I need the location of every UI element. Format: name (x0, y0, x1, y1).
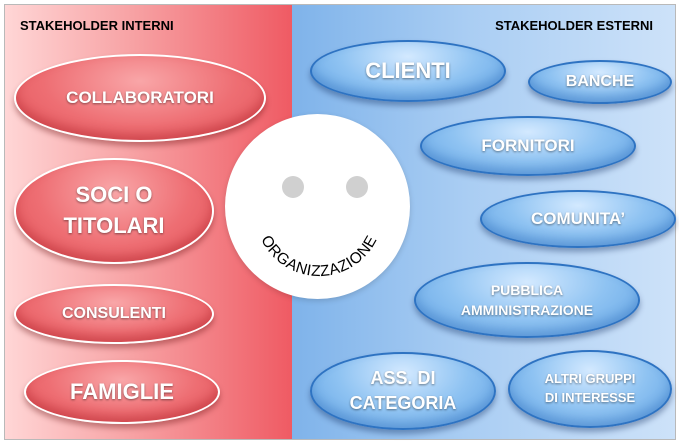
bubble-collaboratori: COLLABORATORI (14, 54, 266, 142)
bubble-banche: BANCHE (528, 60, 672, 104)
smiley-left-eye (282, 176, 304, 198)
bubble-altri-label-2: DI INTERESSE (544, 390, 636, 405)
bubble-ass-label-1: ASS. DI (370, 367, 436, 388)
bubble-fornitori: FORNITORI (420, 116, 636, 176)
bubble-ass-label-2: CATEGORIA (349, 393, 457, 413)
bubble-pa-label-1: PUBBLICA (490, 281, 564, 298)
bubble-consulenti-label: CONSULENTI (62, 305, 166, 322)
bubble-altri-gruppi: ALTRI GRUPPI DI INTERESSE (508, 350, 672, 428)
bubble-soci-label-1: SOCI O (75, 182, 153, 208)
bubble-soci-titolari: SOCI O TITOLARI (14, 158, 214, 264)
bubble-pubblica-amministrazione: PUBBLICA AMMINISTRAZIONE (414, 262, 640, 338)
bubble-collaboratori-label: COLLABORATORI (66, 88, 214, 108)
bubble-soci-label-2: TITOLARI (63, 213, 165, 238)
bubble-consulenti: CONSULENTI (14, 284, 214, 344)
bubble-pa-label-2: AMMINISTRAZIONE (460, 302, 594, 318)
bubble-famiglie-label: FAMIGLIE (70, 379, 174, 405)
bubble-comunita-label: COMUNITA’ (530, 209, 626, 229)
internal-stakeholders-header: STAKEHOLDER INTERNI (20, 18, 174, 33)
bubble-clienti-label: CLIENTI (365, 58, 451, 84)
bubble-fornitori-label: FORNITORI (481, 136, 575, 156)
bubble-clienti: CLIENTI (310, 40, 506, 102)
external-stakeholders-header: STAKEHOLDER ESTERNI (495, 18, 653, 33)
svg-text:ORGANIZZAZIONE: ORGANIZZAZIONE (257, 233, 380, 281)
bubble-banche-label: BANCHE (565, 73, 635, 90)
bubble-altri-label-1: ALTRI GRUPPI (544, 371, 636, 387)
smiley-right-eye (346, 176, 368, 198)
bubble-ass-categoria: ASS. DI CATEGORIA (310, 352, 496, 430)
organizzazione-label: ORGANIZZAZIONE (257, 233, 380, 281)
bubble-famiglie: FAMIGLIE (24, 360, 220, 424)
smiley-mouth-text: ORGANIZZAZIONE (257, 233, 380, 281)
organizzazione-smiley: ORGANIZZAZIONE (225, 114, 410, 299)
bubble-comunita: COMUNITA’ (480, 190, 676, 248)
